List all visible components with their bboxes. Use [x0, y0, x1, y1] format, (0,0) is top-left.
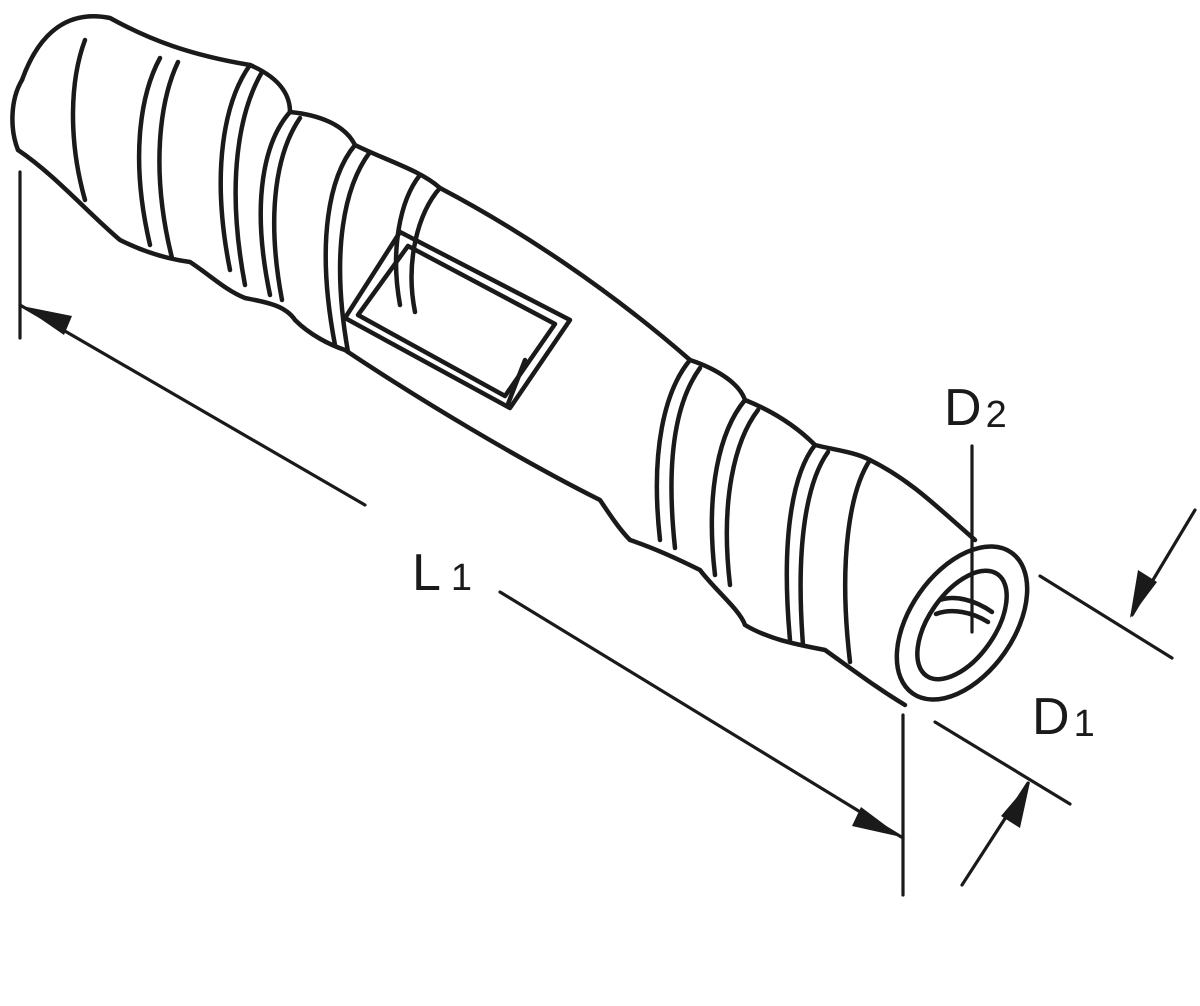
l1-line-lower [498, 590, 905, 840]
connector-body [10, 14, 1030, 708]
d1-extension-upper [1038, 574, 1174, 660]
l1-arrow-right [852, 807, 901, 837]
d1-extension-lower [933, 720, 1072, 806]
d1-arrow-upper [1130, 570, 1157, 618]
dimension-d1 [933, 508, 1197, 887]
dimension-l1 [18, 170, 905, 897]
l1-line-upper [18, 303, 367, 507]
l1-arrow-left [22, 306, 72, 335]
d1-arrow-lower [1001, 782, 1030, 828]
